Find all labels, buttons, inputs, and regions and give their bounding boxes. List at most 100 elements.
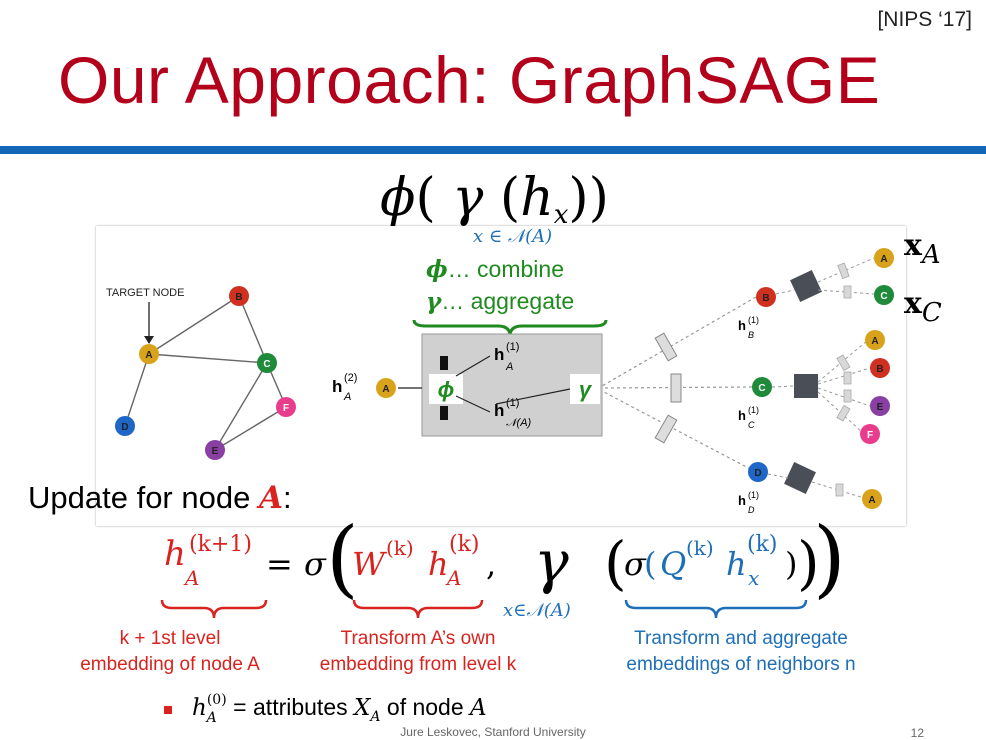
edge-b-c	[238, 295, 268, 364]
formula-braces	[160, 599, 808, 619]
top-formula-inner-open: (	[499, 168, 521, 228]
box-bar-top	[440, 356, 448, 370]
layer0-node-a-1	[874, 248, 894, 268]
layer1-label-c-sup: (1)	[748, 405, 759, 415]
arrow-self-to-phi	[455, 355, 491, 377]
input-graph-edges	[124, 295, 287, 451]
phi-cell	[429, 374, 463, 404]
feature-label-xc-x: x	[904, 286, 922, 321]
feature-label-xa: xA	[904, 228, 941, 270]
legend-combine: ϕ… combine	[426, 256, 564, 283]
layer1-label-c-sub: C	[748, 420, 755, 430]
layer1-label-b-h: h	[738, 318, 746, 333]
edge-a-d	[124, 353, 150, 427]
formula-paren-close-3: )	[785, 545, 798, 583]
layer0-node-a-2-label: A	[871, 336, 878, 347]
layer0-node-a-2	[865, 330, 885, 350]
layer0-dotted-links	[767, 257, 875, 499]
legend-combine-symbol: ϕ	[426, 256, 448, 283]
update-label: Update for node A:	[28, 480, 292, 516]
bullet-sub: A	[206, 710, 217, 726]
layer0-small-bars	[835, 262, 852, 497]
formula-big-paren-close: )	[813, 509, 846, 607]
layer0-node-c-label: C	[880, 291, 887, 302]
formula-paren-open-3: (	[644, 545, 657, 583]
annotation-mid-line1: Transform A’s own	[340, 628, 496, 649]
top-formula-phi: ϕ	[380, 168, 416, 228]
formula-lhs-sup: (k+1)	[189, 532, 252, 557]
formula-gamma: γ	[534, 528, 569, 596]
layer0-node-b-label: B	[876, 364, 883, 375]
formula-lhs-sub: A	[185, 566, 200, 590]
layer1-label-b-sup: (1)	[748, 315, 759, 325]
output-h: h	[332, 377, 342, 396]
formula-lhs: h	[164, 534, 186, 574]
bullet-X: X	[354, 695, 371, 721]
formula-lhs-h: h	[164, 534, 186, 574]
update-label-suffix: :	[283, 480, 292, 515]
formula-paren-open-2: (	[604, 529, 627, 597]
brace-left	[160, 599, 268, 619]
node-b: B	[229, 286, 249, 306]
annotation-mid-line2: embedding from level k	[319, 654, 517, 675]
annotation-left-line2: embedding of node A	[80, 654, 260, 675]
node-d: D	[115, 416, 135, 436]
gamma-cell	[570, 374, 600, 404]
target-arrow-head	[144, 336, 154, 344]
box-phi-symbol: ϕ	[438, 377, 455, 402]
formula-sigma: σ	[304, 545, 326, 583]
formula-W: W	[352, 545, 385, 583]
annotation-right: Transform and aggregate embeddings of ne…	[596, 626, 886, 678]
layer1-label-d-sup: (1)	[748, 490, 759, 500]
node-c: C	[257, 353, 277, 373]
formula-sigma-2: σ	[624, 545, 646, 583]
layer1-node-b-label: B	[762, 293, 769, 304]
layer1-node-d	[748, 462, 768, 482]
output-node-a-label: A	[382, 384, 389, 395]
bullet-sup: (0)	[206, 692, 227, 708]
layer0-node-a-1-label: A	[880, 254, 887, 265]
layer1-node-c	[752, 377, 772, 397]
node-e-label: E	[212, 446, 219, 457]
top-formula: ϕ( γ (hx))	[380, 168, 609, 230]
feature-label-xc-sub: C	[921, 298, 942, 328]
formula-paren-close-2: )	[797, 529, 820, 597]
update-label-node: A	[258, 480, 284, 516]
legend-aggregate: γ… aggregate	[426, 288, 574, 315]
top-formula-open: (	[415, 168, 436, 228]
layer0-node-b	[870, 358, 890, 378]
formula-h-self-sup: (k)	[449, 532, 480, 557]
layer1-label-c-h: h	[738, 408, 746, 423]
arrow-neigh-to-phi	[455, 395, 491, 413]
update-label-prefix: Update for node	[28, 480, 259, 515]
layer1-label-b-sub: B	[748, 330, 754, 340]
node-d-label: D	[121, 422, 128, 433]
legend-aggregate-symbol: γ	[426, 288, 442, 315]
feature-label-xc: xC	[904, 286, 942, 328]
layer0-node-e	[870, 396, 890, 416]
top-formula-h: h	[520, 168, 554, 228]
formula-h-self-sub: A	[447, 566, 462, 590]
layer0-node-f-label: F	[867, 430, 873, 441]
annotation-mid: Transform A’s own embedding from level k	[298, 626, 538, 678]
target-node-label: TARGET NODE	[106, 287, 184, 299]
box-bar-bottom	[440, 406, 448, 420]
node-e: E	[205, 440, 225, 460]
formula-h-self: h	[428, 545, 449, 583]
annotation-right-line1: Transform and aggregate	[634, 628, 848, 649]
footer-credit: Jure Leskovec, Stanford University	[400, 725, 586, 739]
legend-combine-text: … combine	[447, 256, 564, 282]
layer1-node-d-label: D	[754, 468, 761, 479]
output-sub: A	[343, 391, 351, 403]
venue-label: [NIPS ‘17]	[877, 8, 972, 31]
annotation-left: k + 1st level embedding of node A	[60, 626, 280, 678]
formula-big-paren-open: (	[326, 509, 359, 607]
top-formula-gamma-subscript: x ∈ 𝒩(A)	[473, 226, 553, 247]
box-gamma-symbol: γ	[579, 377, 593, 402]
layer0-node-a-3-label: A	[868, 495, 875, 506]
layer0-node-a-3	[862, 489, 882, 509]
graphsage-diagram: TARGET NODE A B C D E F ϕ γ h (1) A h (1…	[106, 248, 894, 515]
layer1-dotted-links	[601, 296, 757, 473]
layer1-aggregator-bars	[654, 332, 682, 444]
bullet-X-sub: A	[370, 709, 381, 725]
